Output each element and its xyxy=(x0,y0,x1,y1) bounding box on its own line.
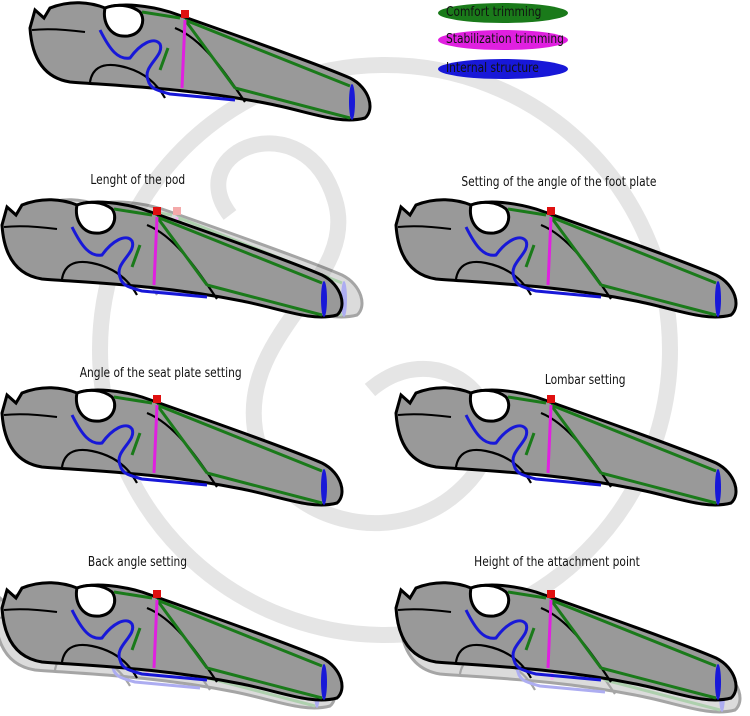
legend-comfort-label: Comfort trimming xyxy=(446,5,542,20)
legend-comfort-swatch xyxy=(438,3,568,23)
title-seat-plate: Angle of the seat plate setting xyxy=(79,366,242,381)
legend-structure-swatch xyxy=(438,59,568,79)
pod-reference xyxy=(28,1,372,122)
legend-stabilization-label: Stabilization trimming xyxy=(446,32,564,47)
title-foot-plate: Setting of the angle of the foot plate xyxy=(461,175,657,190)
title-lombar: Lombar setting xyxy=(544,373,626,388)
pod-lombar xyxy=(394,386,738,507)
title-attachment: Height of the attachment point xyxy=(474,555,640,570)
watermark-logo xyxy=(92,57,678,643)
pod-seat-plate xyxy=(0,386,344,507)
legend-structure-label: Internal structure xyxy=(446,61,539,76)
legend-stabilization-swatch xyxy=(438,30,568,50)
title-back-angle: Back angle setting xyxy=(87,555,188,570)
title-pod-length: Lenght of the pod xyxy=(90,173,186,188)
pod-foot-plate xyxy=(394,198,738,319)
